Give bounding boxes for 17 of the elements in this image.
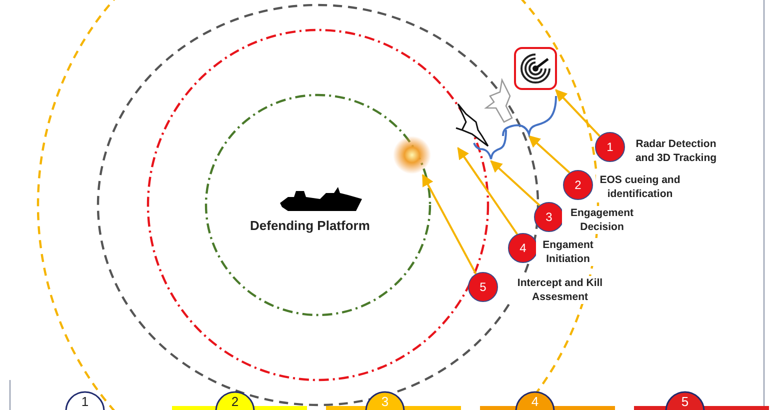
phase-number: 2 <box>230 394 240 409</box>
phase-number: 3 <box>380 394 390 409</box>
step-number: 4 <box>508 233 538 263</box>
arrow <box>457 147 518 235</box>
phase-number: 1 <box>80 394 90 409</box>
step-number: 2 <box>563 170 593 200</box>
arrow <box>528 135 570 174</box>
step-number: 3 <box>534 202 564 232</box>
arrow <box>490 160 540 206</box>
platform-label: Defending Platform <box>250 218 371 233</box>
phase-number: 4 <box>530 394 540 409</box>
step-number: 1 <box>595 132 625 162</box>
arrow <box>555 89 600 137</box>
step-number: 5 <box>468 272 498 302</box>
step-caption: Engament Initiation <box>536 238 600 266</box>
phase-number: 5 <box>680 394 690 409</box>
arrow <box>422 174 477 274</box>
